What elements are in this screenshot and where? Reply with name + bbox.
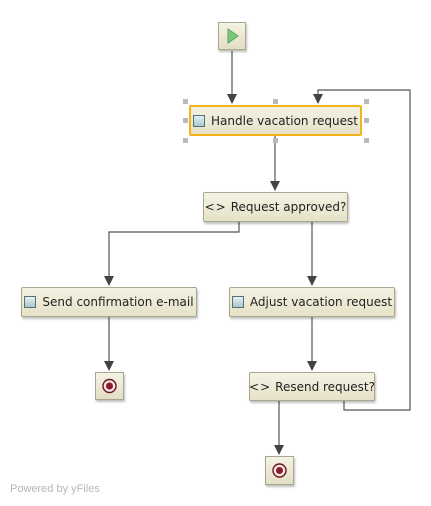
end-event[interactable] bbox=[265, 456, 294, 485]
gateway-resend-request[interactable]: <> Resend request? bbox=[249, 372, 375, 401]
selection-handle[interactable] bbox=[364, 118, 369, 123]
start-event[interactable] bbox=[218, 22, 246, 50]
selection-handle[interactable] bbox=[273, 138, 278, 143]
task-icon bbox=[193, 114, 206, 127]
diamond-brackets-icon: <> bbox=[204, 200, 227, 214]
gateway-request-approved[interactable]: <> Request approved? bbox=[203, 192, 348, 222]
end-event[interactable] bbox=[95, 372, 124, 400]
task-label: Send confirmation e-mail bbox=[42, 295, 194, 309]
selection-handle[interactable] bbox=[364, 138, 369, 143]
selection-handle[interactable] bbox=[273, 99, 278, 104]
task-send-confirmation-email[interactable]: Send confirmation e-mail bbox=[21, 287, 197, 317]
task-icon bbox=[24, 296, 37, 308]
stop-icon bbox=[102, 378, 117, 394]
gateway-label: Request approved? bbox=[230, 200, 347, 214]
task-label: Handle vacation request bbox=[211, 113, 358, 128]
task-label: Adjust vacation request bbox=[249, 295, 393, 309]
selection-handle[interactable] bbox=[183, 99, 188, 104]
task-adjust-vacation-request[interactable]: Adjust vacation request bbox=[229, 287, 395, 317]
stop-icon bbox=[272, 463, 287, 478]
edge-resend-loop-to-handle[interactable] bbox=[313, 89, 411, 411]
edge-approved-to-send[interactable] bbox=[104, 222, 240, 286]
task-handle-vacation-request[interactable]: Handle vacation request bbox=[189, 105, 362, 136]
powered-by-watermark: Powered by yFiles bbox=[10, 483, 100, 495]
selection-handle[interactable] bbox=[183, 138, 188, 143]
task-icon bbox=[231, 296, 244, 308]
selection-handle[interactable] bbox=[364, 99, 369, 104]
selection-handle[interactable] bbox=[183, 118, 188, 123]
diamond-brackets-icon: <> bbox=[249, 379, 272, 394]
gateway-label: Resend request? bbox=[275, 379, 375, 394]
play-icon bbox=[227, 28, 239, 44]
